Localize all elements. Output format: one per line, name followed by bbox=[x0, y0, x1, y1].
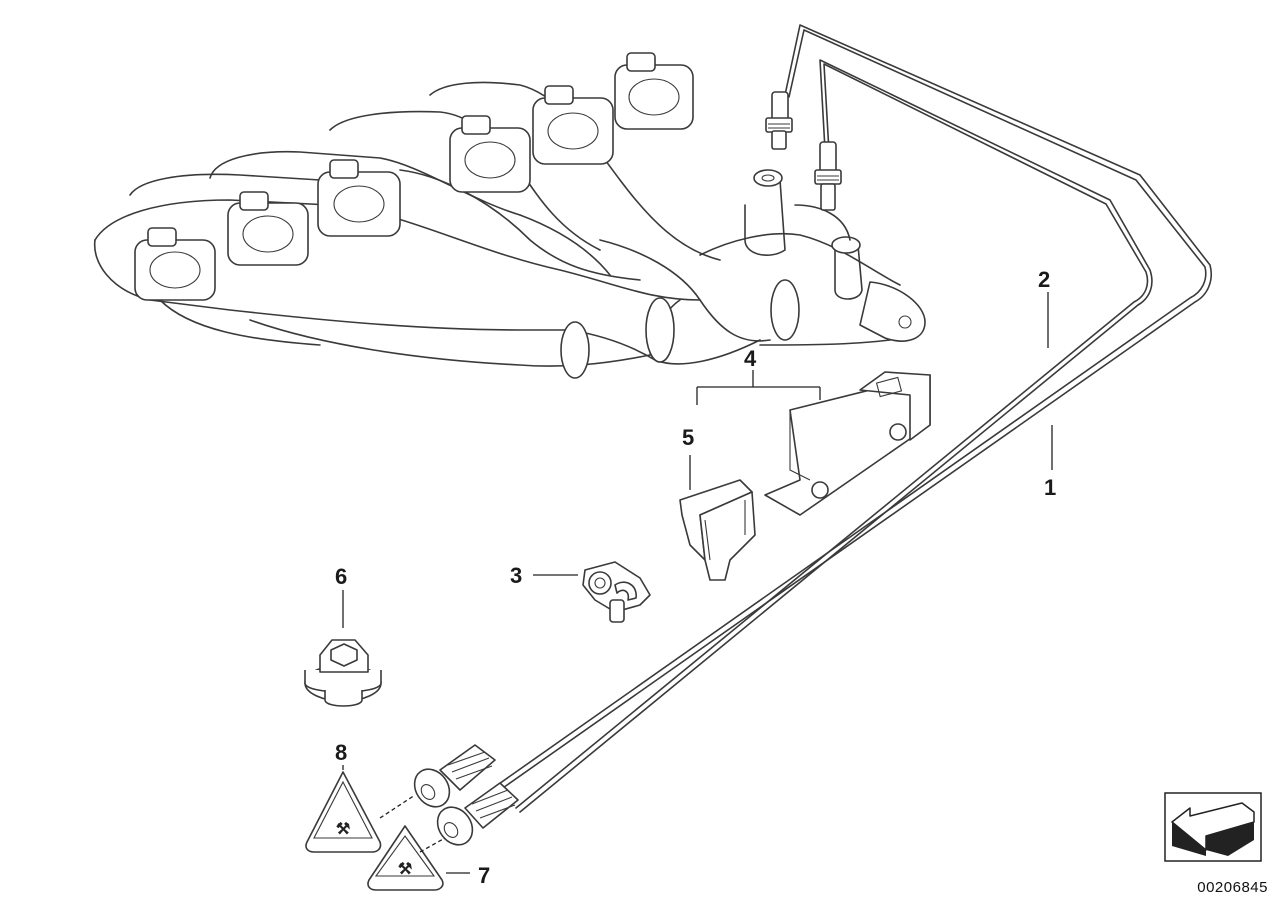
oxygen-sensor-cables bbox=[413, 24, 1212, 846]
callout-5: 5 bbox=[682, 425, 694, 450]
diagram-reference-number: 00206845 bbox=[1197, 879, 1268, 896]
connector-plug-upper bbox=[413, 744, 496, 808]
manifold-flange-6 bbox=[614, 52, 694, 130]
cable-clip bbox=[679, 479, 756, 581]
warning-label-7: ⚒ bbox=[367, 825, 444, 891]
callout-3: 3 bbox=[510, 563, 522, 588]
manifold-flange-3 bbox=[317, 159, 401, 237]
callout-2: 2 bbox=[1038, 267, 1050, 292]
exhaust-manifold bbox=[93, 52, 926, 379]
manifold-flange-2 bbox=[227, 191, 309, 266]
callout-labels: 1 2 3 4 5 6 7 8 bbox=[335, 267, 1056, 888]
connector-plug-lower bbox=[436, 782, 519, 846]
oxygen-sensor-upper bbox=[765, 91, 793, 150]
leader-lines bbox=[342, 292, 1053, 874]
svg-text:⚒: ⚒ bbox=[398, 861, 412, 878]
callout-7: 7 bbox=[478, 863, 490, 888]
callout-4: 4 bbox=[744, 346, 757, 371]
hex-nut bbox=[304, 639, 382, 707]
callout-6: 6 bbox=[335, 564, 347, 589]
manifold-flange-5 bbox=[532, 85, 614, 165]
bracket bbox=[764, 371, 931, 516]
arrow-back-icon[interactable] bbox=[1164, 792, 1262, 862]
svg-text:⚒: ⚒ bbox=[336, 821, 350, 838]
oxygen-sensor-lower bbox=[814, 141, 842, 211]
callout-8: 8 bbox=[335, 740, 347, 765]
cable-holder bbox=[582, 561, 651, 623]
callout-1: 1 bbox=[1044, 475, 1056, 500]
manifold-flange-4 bbox=[449, 115, 531, 193]
warning-label-8: ⚒ bbox=[305, 771, 382, 853]
manifold-flange-1 bbox=[134, 227, 216, 301]
